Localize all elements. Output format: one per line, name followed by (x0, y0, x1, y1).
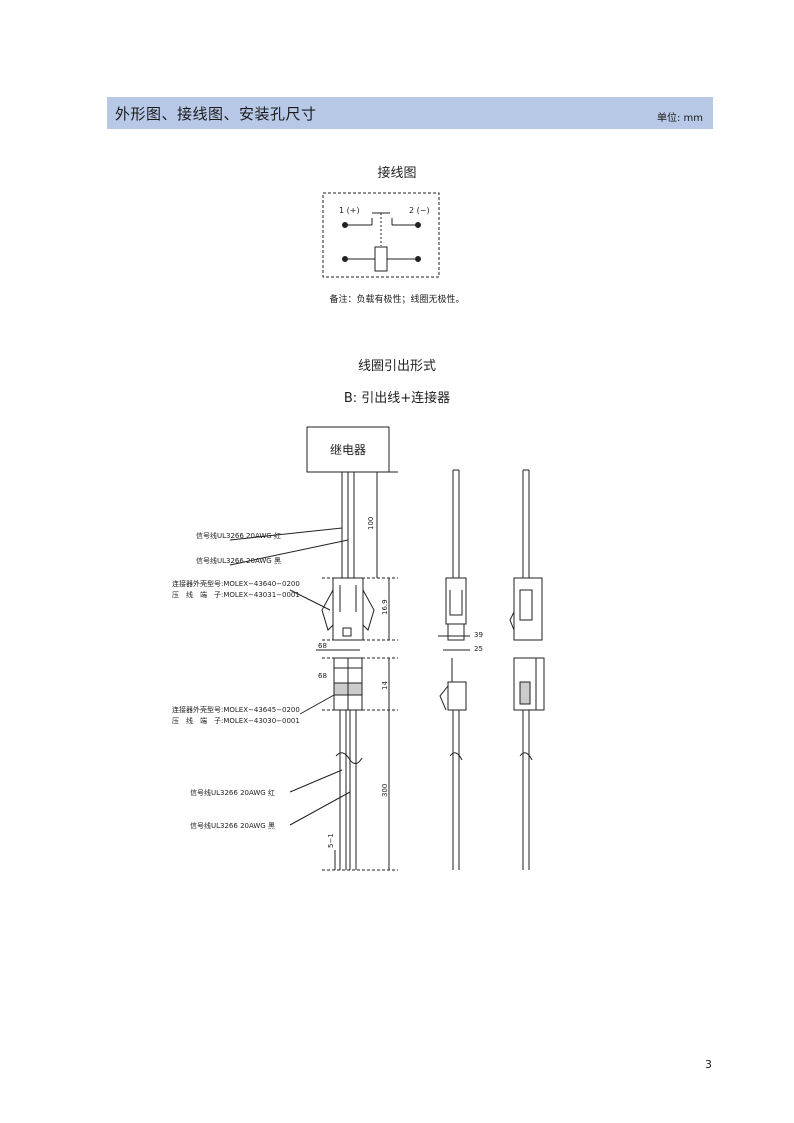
dim-68a: 68 (318, 642, 327, 650)
dim-16-9: 16.9 (381, 599, 389, 615)
wiring-note: 备注：负载有极性；线圈无极性。 (329, 295, 465, 305)
wire-black-bottom-label: 信号线UL3266 20AWG 黑 (190, 821, 275, 830)
conn1-shell-label: 连接器外壳型号:MOLEX−43640−0200 (172, 579, 300, 588)
lead-title: 线圈引出形式 (357, 359, 436, 374)
dim-300: 300 (381, 784, 389, 797)
wire-red-bottom-label: 信号线UL3266 20AWG 红 (190, 788, 275, 797)
front-view (229, 426, 398, 871)
dim-100: 100 (367, 517, 375, 530)
side-view-1 (438, 469, 470, 870)
conn2-shell-label: 连接器外壳型号:MOLEX−43645−0200 (172, 705, 300, 714)
dim-68b: 68 (318, 672, 327, 680)
relay-label: 继电器 (330, 443, 366, 457)
lead-subtitle: B: 引出线+连接器 (343, 391, 451, 406)
dim-39: 39 (474, 631, 483, 639)
section-header: 外形图、接线图、安装孔尺寸 单位: mm (107, 97, 713, 129)
pin2-label: 2 (−) (409, 206, 430, 215)
wire-red-top-label: 信号线UL3266 20AWG 红 (196, 531, 281, 540)
side-view-2 (509, 469, 545, 870)
page-number: 3 (705, 1058, 712, 1071)
pin1-label: 1 (+) (339, 206, 360, 215)
dim-25: 25 (474, 645, 483, 653)
dim-14: 14 (381, 681, 389, 690)
conn2-terminal-label: 压 线 端 子:MOLEX−43030−0001 (172, 716, 300, 725)
wiring-title: 接线图 (377, 166, 417, 181)
section-title: 外形图、接线图、安装孔尺寸 (115, 105, 317, 123)
wire-black-top-label: 信号线UL3266 20AWG 黑 (196, 556, 281, 565)
dim-5: 5−1 (327, 833, 335, 848)
conn1-terminal-label: 压 线 端 子:MOLEX−43031−0001 (172, 590, 300, 599)
wiring-diagram (322, 192, 440, 278)
unit-label: 单位: mm (656, 113, 703, 124)
